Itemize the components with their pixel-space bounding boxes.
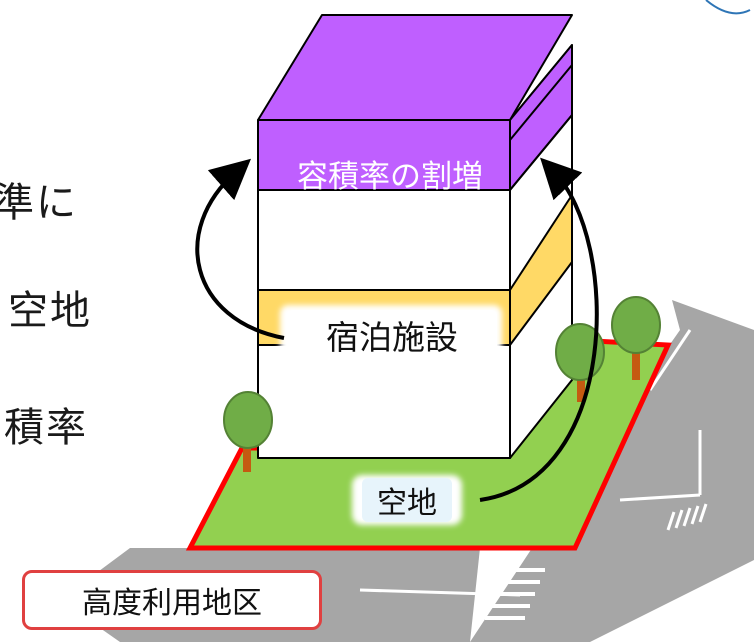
crosswalk-bottom [485, 568, 545, 620]
arrow-left [195, 158, 285, 340]
tree-left [223, 391, 273, 472]
left-text-line-2: 空地 [8, 288, 92, 334]
tree-right [611, 296, 661, 380]
floor-area-bonus-label: 容積率の割増 [297, 158, 483, 195]
corner-arc [705, 0, 751, 15]
open-space-label: 空地 [362, 478, 452, 522]
lodging-facility-label: 宿泊施設 [287, 310, 497, 360]
building [257, 14, 573, 459]
crosswalk-right [666, 503, 708, 531]
left-text-line-1: 準に [0, 180, 78, 226]
district-label: 高度利用地区 [22, 570, 322, 630]
arrow-right [479, 157, 599, 502]
left-text-line-3: 積率 [4, 405, 88, 451]
